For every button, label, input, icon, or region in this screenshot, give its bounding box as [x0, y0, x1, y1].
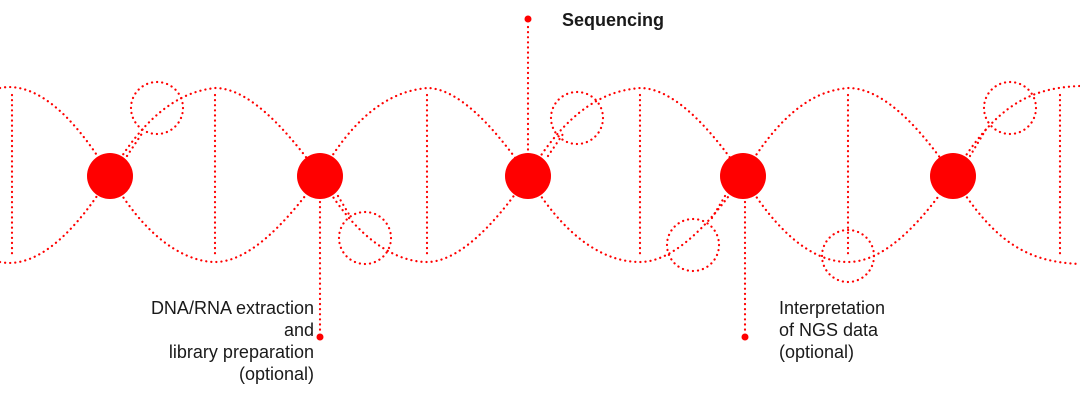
helix-nodes	[87, 15, 976, 341]
bubble-stub-2	[336, 194, 352, 218]
strand-segment-9	[741, 86, 955, 178]
strand-segment-8	[526, 174, 745, 264]
strand-segment-12	[951, 174, 1080, 266]
bubble-circle-1	[129, 80, 185, 136]
bubble-stub-1	[125, 130, 145, 158]
leader-dot-extraction	[316, 333, 324, 341]
strand-segment-4	[108, 174, 322, 264]
bubble-stub-3	[546, 132, 565, 158]
bubble-circle-6	[982, 80, 1038, 136]
extraction-label: DNA/RNA extraction and library preparati…	[151, 297, 314, 385]
extraction-label-line-1: DNA/RNA extraction	[150, 298, 314, 318]
extraction-label-line-4: (optional)	[238, 364, 314, 384]
strand-segment-3	[108, 86, 322, 178]
bubble-stub-5	[968, 124, 990, 158]
bubble-circle-2	[337, 210, 393, 266]
bubble-stub-4	[710, 194, 727, 220]
bubble-circle-4	[665, 217, 721, 273]
extraction-label-line-2: and	[283, 320, 314, 340]
strand-segment-6	[318, 174, 530, 264]
helix-node-5	[930, 153, 976, 199]
interpretation-label-line-2: of NGS data	[779, 320, 879, 340]
bubble-circle-3	[549, 90, 605, 146]
helix-node-4	[720, 153, 766, 199]
label-leaders	[318, 25, 747, 336]
interpretation-label: Interpretation of NGS data (optional)	[779, 297, 885, 363]
strand-segment-11	[951, 84, 1080, 178]
sequencing-label-text: Sequencing	[562, 10, 665, 30]
helix-node-2	[297, 153, 343, 199]
interpretation-label-line-1: Interpretation	[779, 298, 886, 318]
helix-rungs	[10, 93, 1062, 258]
interpretation-label-line-3: (optional)	[779, 342, 855, 362]
strand-segment-5	[318, 86, 530, 178]
bubble-circle-5	[820, 228, 876, 284]
helix-node-1	[87, 153, 133, 199]
helix-node-3	[505, 153, 551, 199]
helix-bubbles	[125, 80, 1038, 284]
sequencing-label: Sequencing	[562, 9, 664, 31]
leader-dot-interpretation	[741, 333, 749, 341]
extraction-label-line-3: library preparation	[168, 342, 314, 362]
leader-dot-sequencing	[524, 15, 532, 23]
strand-segment-7	[526, 86, 745, 178]
